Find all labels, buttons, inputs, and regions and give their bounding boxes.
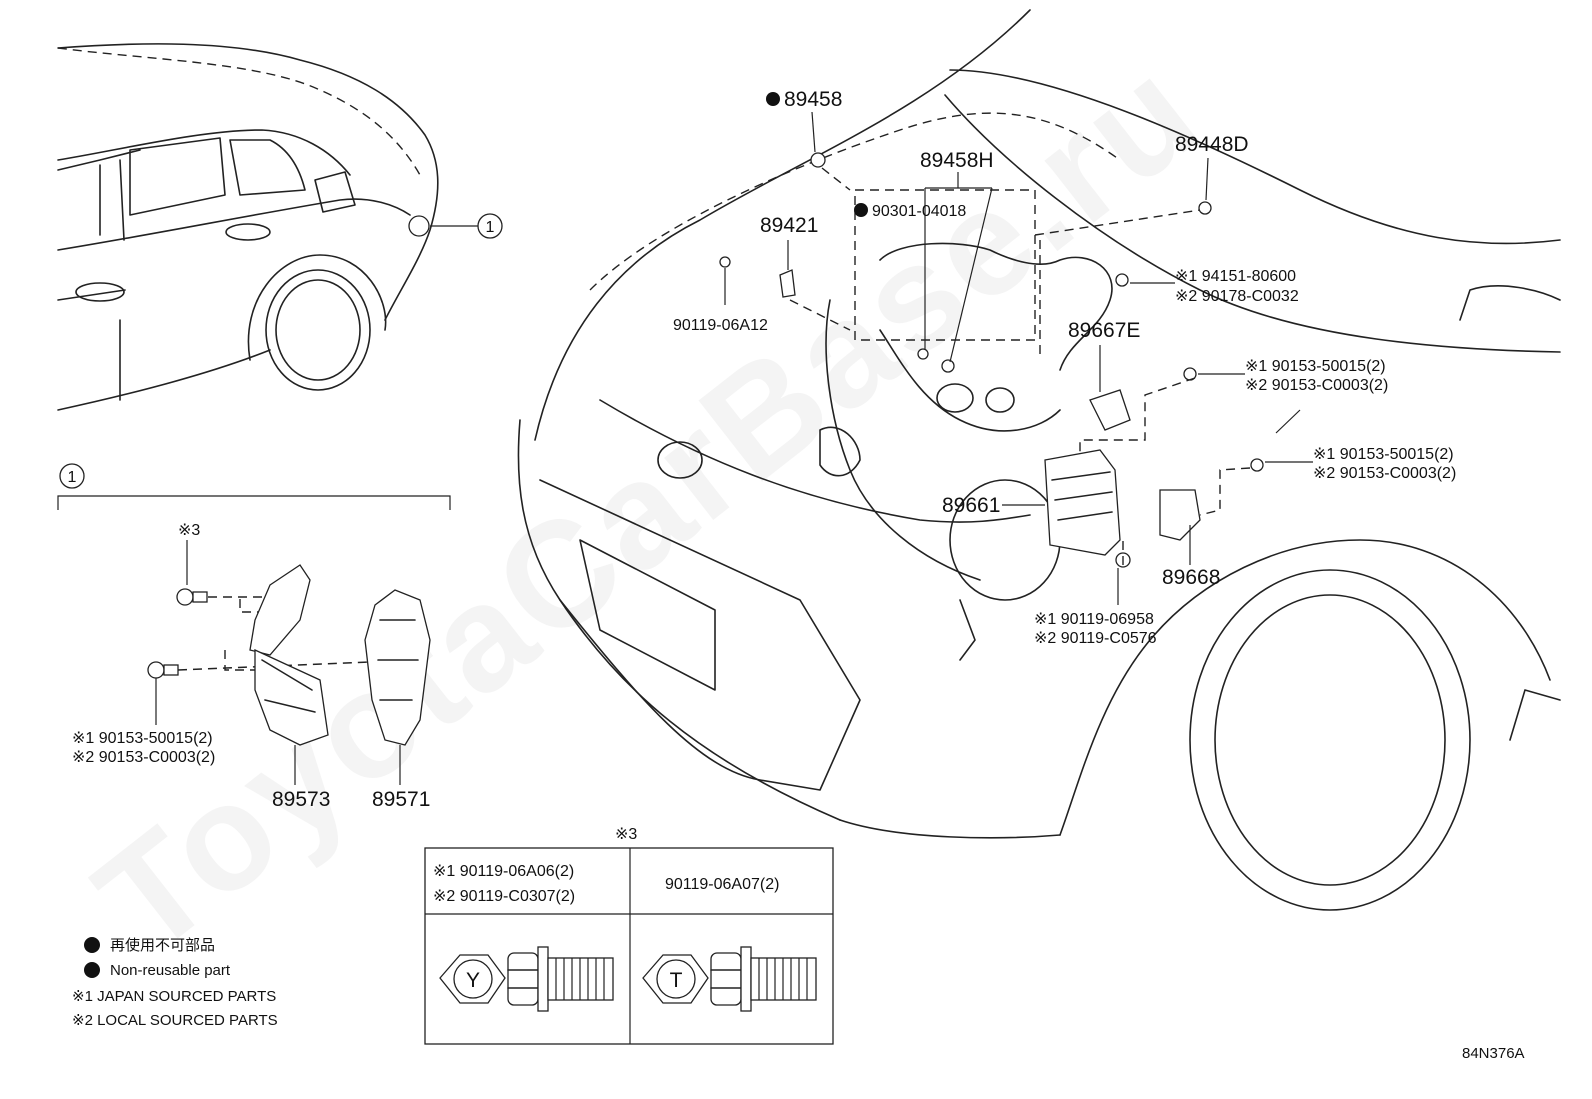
label-l90153-b: ※2 90153-C0003(2) bbox=[1313, 465, 1456, 482]
bolt-head-letter-t: T bbox=[670, 969, 683, 992]
figure-code: 84N376A bbox=[1462, 1045, 1525, 1062]
bolt-left-line1: ※1 90119-06A06(2) bbox=[433, 863, 574, 880]
label-j90153-c: ※1 90153-50015(2) bbox=[72, 730, 213, 747]
legend-note1: ※1 JAPAN SOURCED PARTS bbox=[72, 988, 276, 1005]
legend-note2: ※2 LOCAL SOURCED PARTS bbox=[72, 1012, 278, 1029]
bolt-left-line2: ※2 90119-C0307(2) bbox=[433, 888, 575, 905]
part-89661: 89661 bbox=[942, 494, 1000, 517]
bolt-table: ※3 ※1 90119-06A06(2) ※2 90119-C0307(2) 9… bbox=[424, 826, 834, 1045]
label-j90153-b: ※1 90153-50015(2) bbox=[1313, 446, 1454, 463]
legend-en: Non-reusable part bbox=[110, 962, 231, 979]
bolt-t-drawing: T bbox=[642, 946, 817, 1012]
bolt-table-title: ※3 bbox=[615, 826, 637, 843]
ecu-89661 bbox=[1044, 449, 1121, 556]
bolt-y-drawing: Y bbox=[439, 946, 614, 1012]
part-89458H: 89458H bbox=[920, 149, 994, 172]
bolt-head-letter-y: Y bbox=[466, 969, 480, 992]
module-89571 bbox=[364, 589, 431, 746]
label-j90153-a: ※1 90153-50015(2) bbox=[1245, 358, 1386, 375]
bolt-right-line1: 90119-06A07(2) bbox=[665, 876, 779, 893]
front-labels: 89458 89458H 90301-04018 89421 90119-06A… bbox=[673, 88, 1456, 647]
callout-1-label: 1 bbox=[486, 219, 495, 236]
legend: 再使用不可部品 Non-reusable part ※1 JAPAN SOURC… bbox=[72, 937, 278, 1029]
mark-3-label: ※3 bbox=[178, 522, 200, 539]
legend-jp: 再使用不可部品 bbox=[110, 937, 215, 954]
part-89421: 89421 bbox=[760, 214, 818, 237]
label-j94151-80600: ※1 94151-80600 bbox=[1175, 268, 1296, 285]
part-90119-06A12: 90119-06A12 bbox=[673, 317, 768, 334]
label-l90178-C0032: ※2 90178-C0032 bbox=[1175, 288, 1299, 305]
part-90301-04018: 90301-04018 bbox=[872, 203, 966, 220]
part-89573: 89573 bbox=[272, 788, 330, 811]
front-car-illustration bbox=[517, 9, 1561, 911]
part-89668: 89668 bbox=[1162, 566, 1220, 589]
part-89571: 89571 bbox=[372, 788, 430, 811]
part-89448D: 89448D bbox=[1175, 133, 1249, 156]
label-l90119-C0576: ※2 90119-C0576 bbox=[1034, 630, 1157, 647]
bolt-upper bbox=[176, 588, 208, 606]
label-l90153-a: ※2 90153-C0003(2) bbox=[1245, 377, 1388, 394]
detail-view-1: 1 ※3 89573 89571 ※1 90153-50015(2) bbox=[57, 463, 451, 811]
bolt-lower bbox=[147, 661, 179, 679]
label-j90119-06958: ※1 90119-06958 bbox=[1034, 611, 1154, 628]
detail-marker-label: 1 bbox=[68, 469, 77, 486]
bracket-89573 bbox=[249, 564, 329, 746]
label-l90153-c: ※2 90153-C0003(2) bbox=[72, 749, 215, 766]
rear-car-illustration: 1 bbox=[57, 43, 503, 411]
part-89667E: 89667E bbox=[1068, 319, 1140, 342]
part-89458: 89458 bbox=[784, 88, 842, 111]
